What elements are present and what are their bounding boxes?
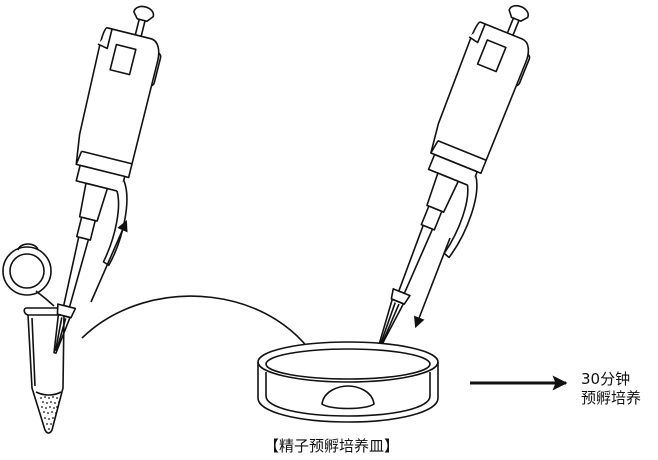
culture-dish-icon	[257, 341, 439, 423]
dish-label: 【精子预孵培养皿】	[264, 437, 400, 455]
dispense-arrow-icon	[414, 237, 451, 329]
incubation-label: 30分钟 预孵培养	[581, 370, 641, 408]
micropipette-icon	[377, 4, 531, 350]
centrifuge-tube-icon	[2, 243, 68, 434]
micropipette-icon	[53, 5, 162, 354]
incubation-time: 30分钟	[581, 370, 631, 388]
withdraw-arrow-icon	[90, 219, 128, 303]
liquid-dots	[40, 396, 60, 430]
transfer-arrow-icon	[81, 295, 324, 373]
incubation-step: 预孵培养	[581, 389, 642, 407]
